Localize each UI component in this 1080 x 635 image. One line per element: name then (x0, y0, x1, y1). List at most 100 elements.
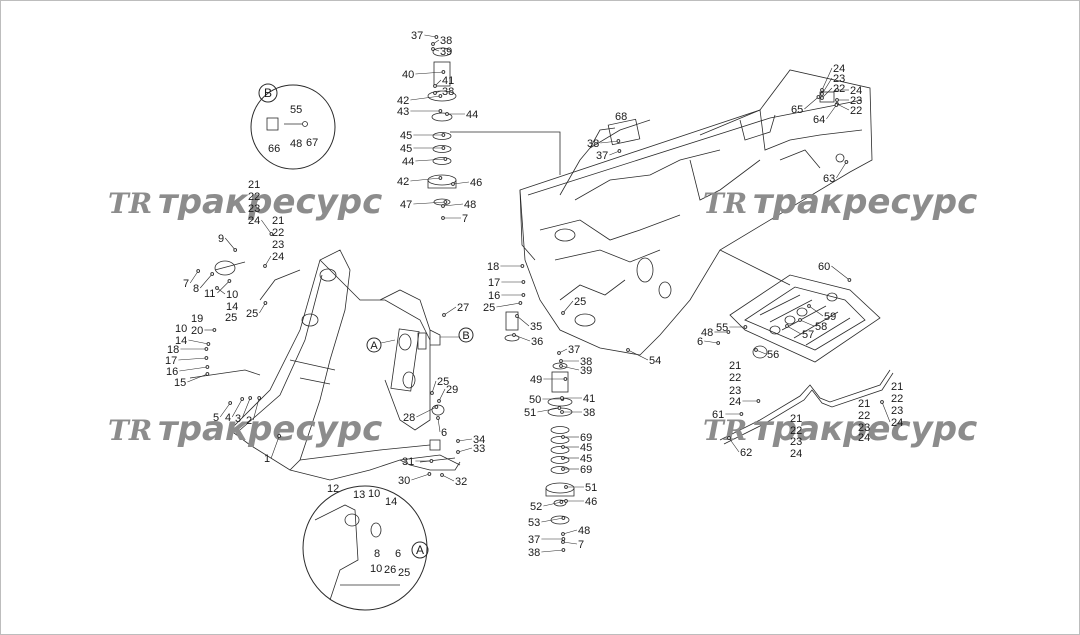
part-number-label: 31 (402, 456, 414, 468)
leader-line (424, 34, 437, 38)
part-number-label: 24 (858, 432, 870, 444)
leader-line (252, 397, 260, 421)
callout-a-letter: A (370, 340, 378, 352)
part-number-label: 11 (204, 288, 215, 300)
leader-dot (785, 324, 789, 328)
leader-line (413, 201, 446, 205)
leader-line (836, 161, 847, 179)
part-number-label: 38 (442, 86, 454, 98)
part-number-label: 64 (813, 114, 825, 126)
part-number-label: 41 (442, 75, 454, 87)
leader-dot (269, 232, 274, 236)
part-number-label: 57 (802, 329, 814, 341)
leader-dot (456, 450, 460, 454)
detail-a-part-25: 25 (398, 567, 410, 579)
watermark-1: TR тракресурс (108, 182, 382, 222)
leader-line (537, 407, 560, 413)
part-number-label: 44 (402, 156, 414, 168)
part-number-label: 46 (470, 177, 482, 189)
part-number-label: 7 (183, 278, 189, 290)
part-number-label: 38 (440, 35, 452, 47)
leader-line (786, 325, 802, 335)
leader-dot (559, 364, 563, 368)
detail-a-part-10: 10 (368, 488, 380, 500)
leader-dot (561, 311, 565, 315)
part-number-label: 33 (473, 443, 485, 455)
leader-line (410, 95, 441, 101)
leader-line (415, 71, 444, 75)
leader-line (270, 435, 280, 459)
leader-line (224, 237, 236, 251)
part-number-label: 35 (530, 321, 542, 333)
leader-line (199, 273, 213, 289)
part-number-label: 9 (218, 233, 224, 245)
part-number-label: 58 (815, 321, 827, 333)
part-number-label: 7 (578, 539, 584, 551)
detail-b-marker: B (264, 86, 272, 100)
detail-b-part-55: 55 (290, 104, 302, 116)
leader-dot (880, 400, 884, 404)
part-number-label: 22 (272, 227, 284, 239)
part-number-label: 23 (891, 405, 903, 417)
watermark-text: тракресурс (158, 409, 382, 449)
part-number-label: 23 (272, 239, 284, 251)
leader-dot (204, 347, 209, 351)
leader-line (516, 315, 530, 327)
leader-dot (616, 139, 621, 143)
leader-dot (233, 248, 238, 252)
leader-line (178, 357, 207, 361)
part-number-label: 7 (462, 213, 468, 225)
part-number-label: 3 (235, 413, 241, 425)
detail-a-part-13: 13 (353, 489, 365, 501)
leader-dot (561, 537, 566, 541)
callout-b: B (440, 327, 474, 343)
part-number-label: 24 (833, 63, 845, 75)
leader-dot (816, 95, 821, 99)
leader-line (808, 305, 824, 317)
part-number-label: 51 (585, 482, 597, 494)
part-number-label: 38 (528, 547, 540, 559)
leader-line (410, 177, 441, 182)
leader-dot (438, 109, 443, 113)
part-number-label: 69 (580, 432, 592, 444)
watermark-4: TR тракресурс (703, 409, 977, 449)
part-number-label: 22 (729, 372, 741, 384)
leader-dot (430, 391, 434, 395)
step-platform (729, 274, 881, 363)
part-number-label: 28 (403, 412, 415, 424)
part-number-label: 21 (790, 413, 802, 425)
upper-kingpin-assembly (427, 47, 561, 206)
leader-dot (263, 301, 268, 305)
part-number-label: 62 (740, 447, 752, 459)
part-number-label: 22 (248, 191, 260, 203)
part-number-label: 25 (483, 302, 495, 314)
part-number-label: 24 (790, 448, 802, 460)
part-number-label: 21 (272, 215, 284, 227)
detail-b-part-66: 66 (268, 143, 280, 155)
part-number-label: 37 (528, 534, 540, 546)
leader-dot (436, 416, 440, 420)
leader-dot (754, 348, 758, 352)
leader-dot (807, 304, 811, 308)
leader-dot (442, 313, 446, 317)
leader-line (443, 306, 457, 316)
leader-line (543, 501, 562, 507)
leader-line (836, 103, 850, 111)
leader-line (496, 302, 521, 308)
leader-dot (429, 459, 434, 463)
part-number-label: 21 (729, 360, 741, 372)
part-number-label: 38 (587, 138, 599, 150)
leader-dot (438, 176, 443, 180)
part-number-label: 17 (165, 355, 177, 367)
leader-line (259, 302, 266, 314)
leader-dot (443, 157, 448, 161)
part-number-label: 22 (790, 425, 802, 437)
part-number-label: 21 (248, 179, 260, 191)
part-number-label: 45 (580, 453, 592, 465)
part-number-label: 23 (850, 95, 862, 107)
part-number-label: 10 (175, 323, 187, 335)
part-number-label: 50 (529, 394, 541, 406)
leader-dot (561, 456, 565, 460)
part-number-label: 18 (167, 344, 179, 356)
